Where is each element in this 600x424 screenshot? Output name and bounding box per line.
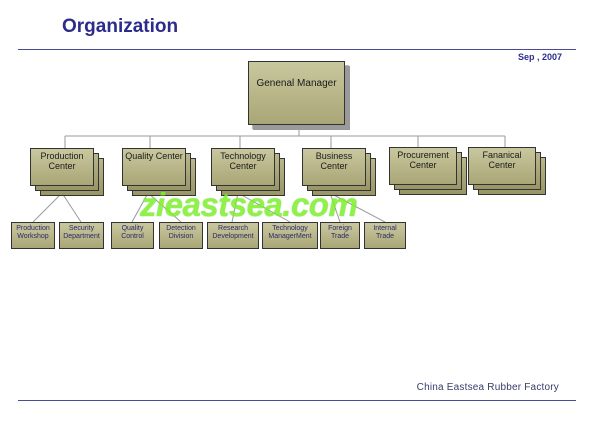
unit-security-department: Security Department [59,222,104,249]
center-technology: Technology Center [211,148,287,196]
center-financial: Fananical Center [468,147,546,195]
center-business-label: Business Center [302,148,366,186]
unit-research-development: Research Development [207,222,259,249]
center-procurement-label: Procurement Center [389,147,457,185]
unit-internal-trade: Internal Trade [364,222,406,249]
watermark-text: zieastsea.com [140,186,358,223]
center-technology-label: Technology Center [211,148,275,186]
header-divider [18,49,576,50]
company-name: China Eastsea Rubber Factory [416,382,559,393]
general-manager-label: Genenal Manager [256,78,337,89]
center-financial-label: Fananical Center [468,147,536,185]
unit-production-workshop: Production Workshop [11,222,55,249]
center-quality: Quality Center [122,148,198,196]
center-procurement: Procurement Center [389,147,467,195]
unit-technology-management: Technology ManagerMent [262,222,318,249]
center-production-label: Production Center [30,148,94,186]
date-label: Sep , 2007 [517,52,562,62]
general-manager-box: Genenal Manager [248,61,345,125]
page-title: Organization [62,16,179,37]
unit-detection-division: Detection Division [159,222,203,249]
center-production: Production Center [30,148,106,196]
footer-divider [18,400,576,401]
unit-quality-control: Quality Control [111,222,154,249]
unit-foreign-trade: Foreign Trade [320,222,360,249]
center-business: Business Center [302,148,378,196]
center-quality-label: Quality Center [122,148,186,186]
